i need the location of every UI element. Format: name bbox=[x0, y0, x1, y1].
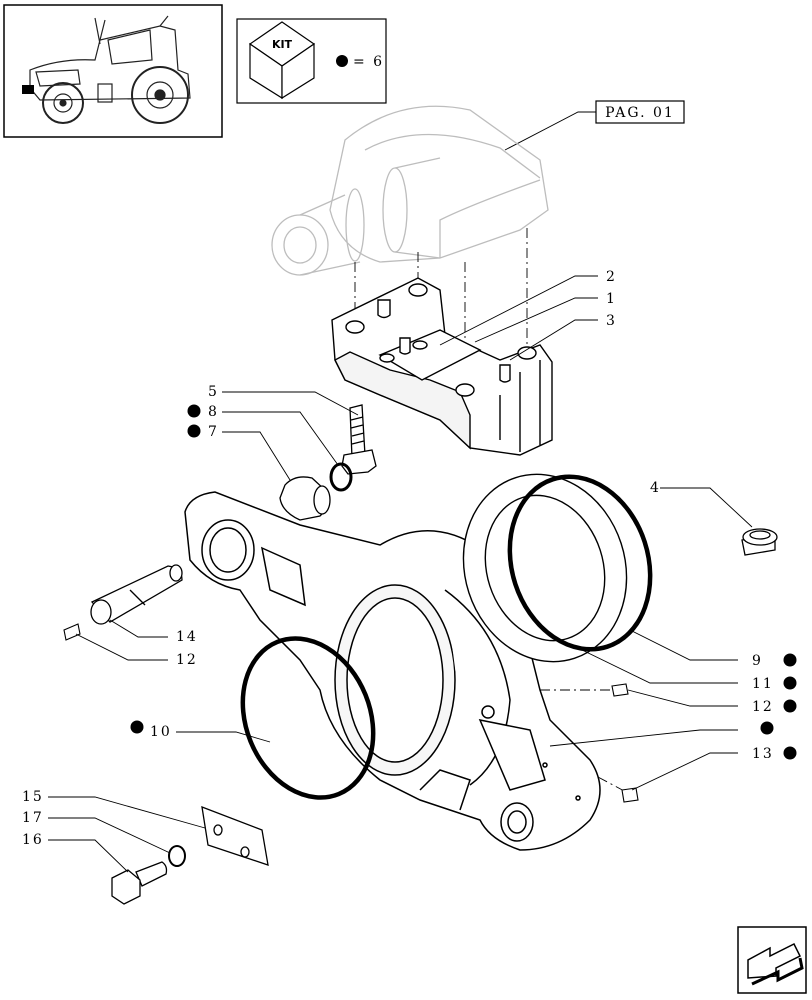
tractor-thumbnail bbox=[3, 4, 223, 138]
support-bracket bbox=[331, 277, 553, 456]
callout-3: 3 bbox=[606, 313, 617, 329]
kit-legend: KIT = 6 bbox=[236, 18, 387, 104]
bushing-7 bbox=[279, 476, 331, 521]
washer-17 bbox=[168, 845, 186, 867]
callout-labels: 2 1 3 4 5 8 7 9 11 12 13 10 14 12 15 17 … bbox=[22, 269, 774, 848]
callout-4: 4 bbox=[650, 480, 661, 496]
plate-15 bbox=[201, 805, 269, 866]
callout-2: 2 bbox=[606, 269, 617, 285]
screw-5 bbox=[341, 404, 377, 475]
callout-5: 5 bbox=[208, 384, 219, 400]
callout-14: 14 bbox=[176, 629, 198, 645]
kit-box-icon bbox=[248, 21, 316, 100]
kit-dot-10 bbox=[130, 720, 144, 734]
tractor-icon bbox=[29, 15, 191, 124]
next-page-arrow-icon[interactable] bbox=[737, 926, 807, 994]
washer-8 bbox=[329, 462, 353, 492]
kit-dot-8 bbox=[187, 404, 201, 418]
callout-1: 1 bbox=[606, 291, 617, 307]
axle-housing-ghost bbox=[271, 105, 549, 276]
leader-lines bbox=[48, 275, 753, 873]
kit-badge: KIT bbox=[272, 38, 293, 51]
kit-dot-extra bbox=[760, 721, 774, 735]
kit-dot-9 bbox=[783, 653, 797, 667]
callout-8: 8 bbox=[208, 404, 219, 420]
callout-12b: 12 bbox=[752, 699, 774, 715]
callout-13: 13 bbox=[752, 746, 774, 762]
plug-4 bbox=[741, 528, 778, 556]
kit-dots bbox=[130, 404, 797, 760]
kit-dot-legend: = 6 bbox=[353, 54, 384, 70]
kit-dot-7 bbox=[187, 424, 201, 438]
kit-dot bbox=[336, 55, 348, 67]
grease-nipple-12b bbox=[611, 683, 629, 697]
kit-dot-11 bbox=[783, 676, 797, 690]
callout-17: 17 bbox=[22, 810, 44, 826]
screw-16 bbox=[111, 861, 168, 905]
callout-16: 16 bbox=[22, 832, 44, 848]
callout-11: 11 bbox=[752, 676, 774, 692]
grease-nipple-12 bbox=[63, 623, 81, 641]
callout-15: 15 bbox=[22, 789, 44, 805]
kit-dot-13 bbox=[783, 746, 797, 760]
callout-10: 10 bbox=[150, 724, 172, 740]
o-ring-10 bbox=[240, 636, 376, 800]
kit-dot-12 bbox=[783, 699, 797, 713]
pin-14 bbox=[90, 564, 183, 625]
location-marker bbox=[22, 85, 34, 94]
callout-9: 9 bbox=[752, 653, 763, 669]
callout-7: 7 bbox=[208, 424, 219, 440]
page-reference: PAG. 01 bbox=[504, 100, 685, 151]
grease-nipple-13 bbox=[621, 787, 639, 803]
bearing-ring-9-11 bbox=[462, 473, 653, 663]
callout-12a: 12 bbox=[176, 652, 198, 668]
page-reference-leader bbox=[504, 111, 596, 151]
page-reference-text: PAG. 01 bbox=[605, 105, 675, 121]
